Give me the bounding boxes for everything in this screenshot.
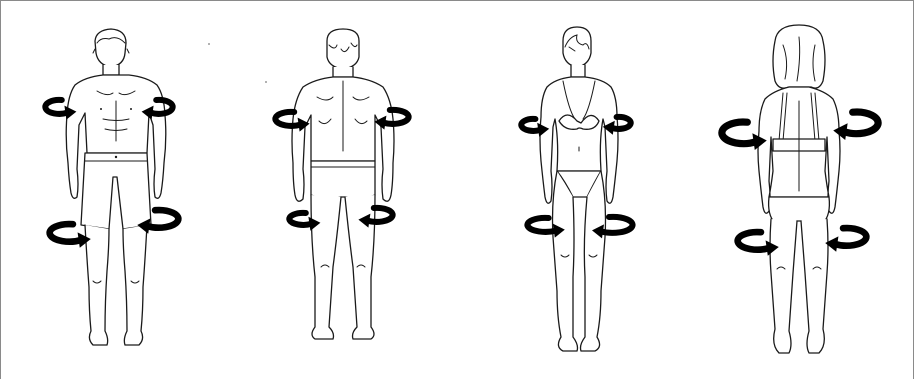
woman-front-drawing bbox=[503, 1, 653, 380]
man-front-drawing bbox=[41, 1, 191, 380]
head-shape bbox=[327, 29, 359, 69]
speck-dot bbox=[265, 81, 267, 83]
head-shape bbox=[95, 29, 126, 67]
man-back-drawing bbox=[271, 1, 421, 380]
figure-woman-front bbox=[503, 1, 653, 380]
figure-man-front bbox=[41, 1, 191, 380]
head-shape bbox=[563, 27, 591, 67]
speck-dot bbox=[208, 43, 210, 45]
woman-back-drawing bbox=[723, 1, 883, 380]
figure-man-back bbox=[271, 1, 421, 380]
shorts-shape bbox=[81, 153, 151, 229]
figure-woman-back bbox=[723, 1, 883, 380]
hair-shape bbox=[773, 25, 825, 88]
